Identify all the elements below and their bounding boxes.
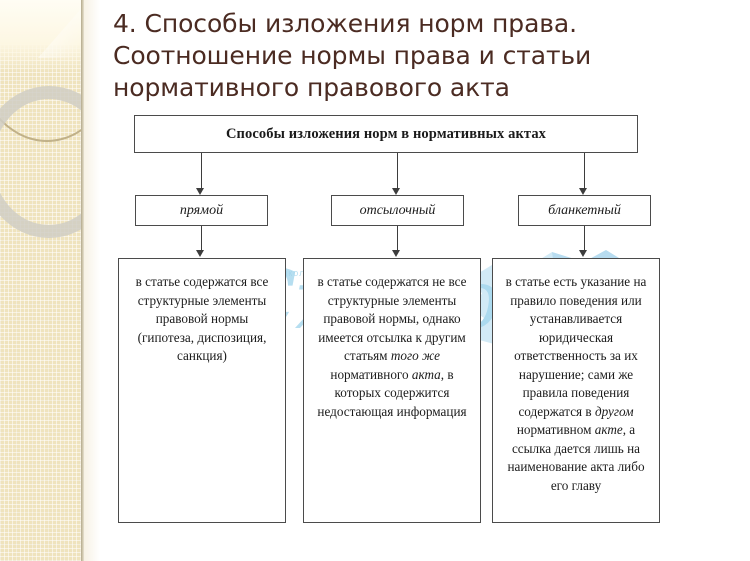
- diagram-detail-node-0: в статье содержатся все структурные элем…: [118, 258, 286, 523]
- page-title-line-3: нормативного правового акта: [113, 73, 510, 102]
- diagram-detail-node-2: в статье есть указание на правило поведе…: [492, 258, 660, 523]
- diagram-detail-text-2: в статье есть указание на правило поведе…: [505, 274, 647, 493]
- arrowhead-detail-1: [392, 250, 400, 257]
- diagram-detail-text-1: в статье содержатся не все структурные э…: [317, 274, 467, 419]
- connector-type-2-to-detail-2: [583, 226, 586, 250]
- diagram-detail-text-0: в статье содержатся все структурные элем…: [135, 274, 269, 363]
- diagram-type-label-2: бланкетный: [548, 202, 621, 218]
- diagram-root-node: Способы изложения норм в нормативных акт…: [134, 115, 638, 153]
- page-title-line-1: 4. Способы изложения норм права.: [113, 9, 577, 38]
- arrowhead-detail-0: [196, 250, 204, 257]
- arrowhead-type-1: [392, 188, 400, 195]
- diagram-detail-node-1: в статье содержатся не все структурные э…: [303, 258, 481, 523]
- arrowhead-type-2: [579, 188, 587, 195]
- diagram-type-node-1: отсылочный: [331, 195, 464, 226]
- diagram-type-node-2: бланкетный: [518, 195, 651, 226]
- diagram-type-label-0: прямой: [179, 202, 224, 218]
- connector-root-to-type-2: [583, 153, 586, 188]
- connector-root-to-type-0: [200, 153, 203, 188]
- diagram-root-label: Способы изложения норм в нормативных акт…: [225, 125, 547, 142]
- arrowhead-detail-2: [579, 250, 587, 257]
- page-title-line-2: Соотношение нормы права и статьи: [113, 41, 592, 70]
- decorative-left-band: [0, 0, 82, 561]
- arrowhead-type-0: [196, 188, 204, 195]
- connector-root-to-type-1: [396, 153, 399, 188]
- diagram-type-label-1: отсылочный: [359, 202, 436, 218]
- connector-type-0-to-detail-0: [200, 226, 203, 250]
- band-edge-line: [81, 0, 84, 561]
- page-title: 4. Способы изложения норм права. Соотнош…: [113, 8, 713, 104]
- band-soft-shadow: [84, 0, 100, 561]
- connector-type-1-to-detail-1: [396, 226, 399, 250]
- diagram-type-node-0: прямой: [135, 195, 268, 226]
